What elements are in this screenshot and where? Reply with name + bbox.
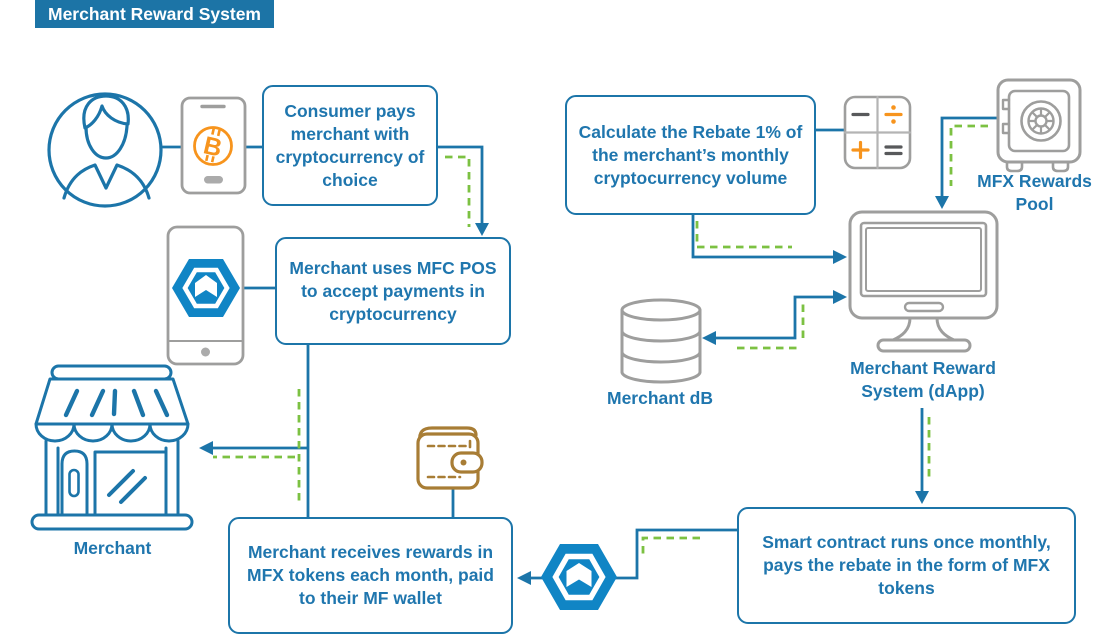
bitcoin-icon: B bbox=[193, 126, 233, 166]
mfc-logo-icon bbox=[172, 259, 240, 317]
svg-text:B: B bbox=[201, 131, 225, 162]
equals-key-icon bbox=[884, 145, 903, 156]
mfc-token-icon bbox=[541, 544, 617, 610]
connectors-dashed bbox=[213, 124, 988, 559]
database-icon bbox=[620, 298, 702, 384]
divide-key-icon bbox=[884, 105, 903, 124]
rewards-pool-label: MFX Rewards Pool bbox=[977, 171, 1092, 214]
calculate-rebate-box: Calculate the Rebate 1% of the merchant’… bbox=[565, 95, 816, 215]
page-title: Merchant Reward System bbox=[35, 0, 274, 28]
pos-phone-icon bbox=[166, 225, 245, 366]
mrs-dapp-label: Merchant Reward System (dApp) bbox=[850, 358, 996, 401]
crypto-phone-icon: B bbox=[180, 96, 247, 195]
vault-icon bbox=[996, 78, 1082, 173]
smart-contract-box: Smart contract runs once monthly, pays t… bbox=[737, 507, 1076, 624]
plus-key-icon bbox=[851, 140, 870, 160]
calculator-icon bbox=[843, 95, 912, 170]
connectors-solid bbox=[162, 116, 998, 580]
monitor-icon bbox=[848, 210, 999, 353]
merchant-label: Merchant bbox=[73, 538, 152, 558]
arrowheads bbox=[199, 196, 949, 585]
consumer-pays-box: Consumer pays merchant with cryptocurren… bbox=[262, 85, 438, 206]
merchant-db-label: Merchant dB bbox=[607, 388, 713, 408]
merchant-receives-box: Merchant receives rewards in MFX tokens … bbox=[228, 517, 513, 634]
merchant-store-icon bbox=[30, 364, 194, 531]
wallet-icon bbox=[416, 426, 484, 490]
consumer-icon bbox=[47, 92, 163, 208]
merchant-pos-box: Merchant uses MFC POS to accept payments… bbox=[275, 237, 511, 345]
